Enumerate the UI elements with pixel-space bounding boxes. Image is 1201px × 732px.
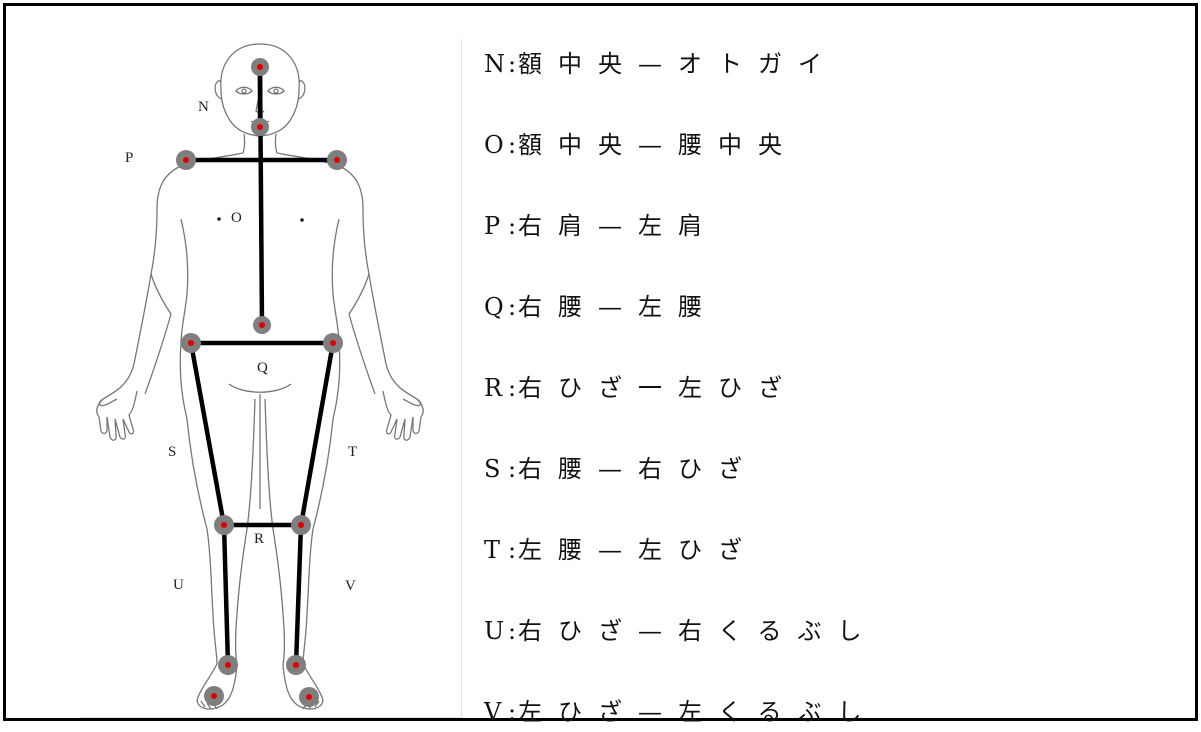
segment-T [301,343,333,525]
legend-colon: : [506,449,518,489]
legend-colon: : [506,287,518,327]
legend-colon: : [506,125,518,165]
joint-right-shoulder [176,150,196,170]
joint-waist-center [253,316,271,334]
legend-colon: : [506,44,518,84]
segment-S [191,343,224,525]
body-figure: N O P Q R S T U V [79,39,461,717]
legend-row-T: T:左腰—左ひざ [484,530,758,570]
legend-row-N: N:額中央—オトガイ [484,44,838,84]
figure-label-Q: Q [257,360,268,376]
joint-right-toe [204,686,224,706]
joint-forehead [251,58,269,76]
legend-row-R: R:右ひざ一左ひざ [484,368,798,408]
joint-left-knee [291,515,311,535]
segment-legend: N:額中央—オトガイ O:額中央—腰中央 P:右肩—左肩 Q:右腰—左腰 R:右… [484,44,1184,704]
legend-description: 左腰—左ひざ [518,536,758,564]
joint-left-shoulder [327,150,347,170]
legend-description: 額中央—オトガイ [518,50,838,78]
legend-key: Q [484,287,506,327]
legend-key: T [484,530,506,570]
joint-right-ankle [218,655,238,675]
legend-key: V [484,692,506,732]
legend-key: N [484,44,506,84]
legend-key: U [484,611,506,651]
legend-colon: : [506,368,518,408]
diagram-frame: N O P Q R S T U V N:額中央—オトガイ O:額中央—腰中央 P… [3,3,1198,721]
legend-key: R [484,368,506,408]
legend-key: O [484,125,506,165]
legend-colon: : [506,611,518,651]
figure-label-P: P [125,150,133,166]
joint-right-knee [214,515,234,535]
legend-description: 右肩—左肩 [518,212,718,240]
joint-left-ankle [286,655,306,675]
legend-colon: : [506,692,518,732]
joint-chin [251,118,269,136]
legend-colon: : [506,530,518,570]
figure-label-O: O [231,210,242,226]
legend-row-S: S:右腰—右ひざ [484,449,758,489]
legend-key: S [484,449,506,489]
figure-label-N: N [198,99,209,115]
legend-key: P [484,206,506,246]
segment-V [296,525,301,665]
joint-left-toe [299,687,319,707]
joint-right-hip [181,333,201,353]
legend-row-U: U:右ひざ—右くるぶし [484,611,878,651]
legend-colon: : [506,206,518,246]
segment-U [224,525,228,665]
figure-label-R: R [254,531,264,547]
figure-label-V: V [345,578,356,594]
figure-label-T: T [348,444,357,460]
legend-row-O: O:額中央—腰中央 [484,125,798,165]
legend-description: 右ひざ—右くるぶし [518,617,878,645]
legend-row-P: P:右肩—左肩 [484,206,718,246]
legend-description: 額中央—腰中央 [518,131,798,159]
figure-label-U: U [173,577,184,593]
legend-row-Q: Q:右腰—左腰 [484,287,718,327]
segment-O [260,67,262,325]
legend-row-V: V:左ひざ—左くるぶし [484,692,878,732]
legend-description: 右腰—左腰 [518,293,718,321]
figure-label-S: S [168,444,176,460]
body-figure-panel: N O P Q R S T U V [79,39,462,718]
joint-left-hip [323,333,343,353]
legend-description: 右ひざ一左ひざ [518,374,798,402]
figure-labels: N O P Q R S T U V [125,99,357,594]
legend-description: 右腰—右ひざ [518,455,758,483]
